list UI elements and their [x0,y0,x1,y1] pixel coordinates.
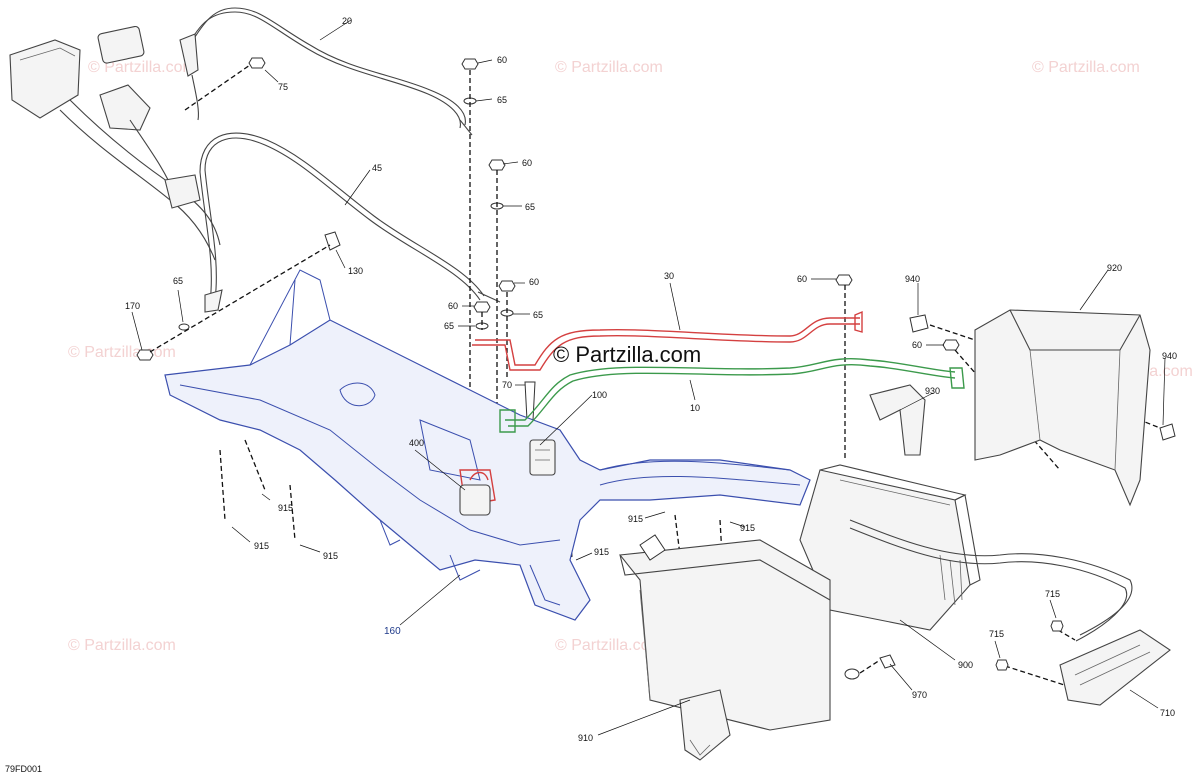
callout-65: 65 [497,95,507,105]
callout-30: 30 [664,271,674,281]
diagram-code: 79FD001 [5,764,42,774]
callout-910: 910 [578,733,593,743]
cover-920 [974,309,1151,507]
callout-940: 940 [905,274,920,284]
solenoid-400 [459,484,491,516]
callout-920: 920 [1107,263,1122,273]
callout-10: 10 [690,403,700,413]
callout-65: 65 [444,321,454,331]
callout-60: 60 [448,301,458,311]
watermark: © Partzilla.com [88,59,196,76]
callout-930: 930 [925,386,940,396]
callout-65: 65 [173,276,183,286]
watermark: © Partzilla.com [555,59,663,76]
callout-400: 400 [409,438,424,448]
callout-60: 60 [497,55,507,65]
callout-915: 915 [278,503,293,513]
callout-915: 915 [740,523,755,533]
callout-65: 65 [533,310,543,320]
callout-915: 915 [628,514,643,524]
callout-130: 130 [348,266,363,276]
battery-strap-930 [869,384,926,456]
callout-60: 60 [912,340,922,350]
cable-20 [179,7,473,136]
callout-915: 915 [594,547,609,557]
callout-160: 160 [384,626,401,637]
callout-100: 100 [592,390,607,400]
callout-65: 65 [525,202,535,212]
relay-100 [529,439,556,476]
callout-715: 715 [989,629,1004,639]
callout-20: 20 [342,16,352,26]
callout-970: 970 [912,690,927,700]
tail-light-710 [849,519,1171,706]
watermark: © Partzilla.com [1032,59,1140,76]
watermark: © Partzilla.com [555,637,663,654]
callout-45: 45 [372,163,382,173]
watermark: © Partzilla.com [68,637,176,654]
callout-900: 900 [958,660,973,670]
ground-cable-10 [499,358,965,433]
callout-915: 915 [254,541,269,551]
callout-940: 940 [1162,351,1177,361]
callout-60: 60 [797,274,807,284]
callout-60: 60 [529,277,539,287]
leader-lines [131,19,1166,736]
center-watermark: © Partzilla.com [553,342,701,367]
small-fasteners [639,314,1176,680]
cable-45 [199,132,501,313]
callout-75: 75 [278,82,288,92]
battery-900 [799,464,981,631]
callout-170: 170 [125,301,140,311]
battery-box-910 [618,539,831,761]
watermark-layer: © Partzilla.com © Partzilla.com © Partzi… [68,59,1193,654]
callout-715: 715 [1045,589,1060,599]
callout-60: 60 [522,158,532,168]
callout-labels: 20 75 60 65 60 65 45 130 65 170 60 65 60… [125,16,1177,743]
callout-915: 915 [323,551,338,561]
callout-70: 70 [502,380,512,390]
callout-710: 710 [1160,708,1175,718]
